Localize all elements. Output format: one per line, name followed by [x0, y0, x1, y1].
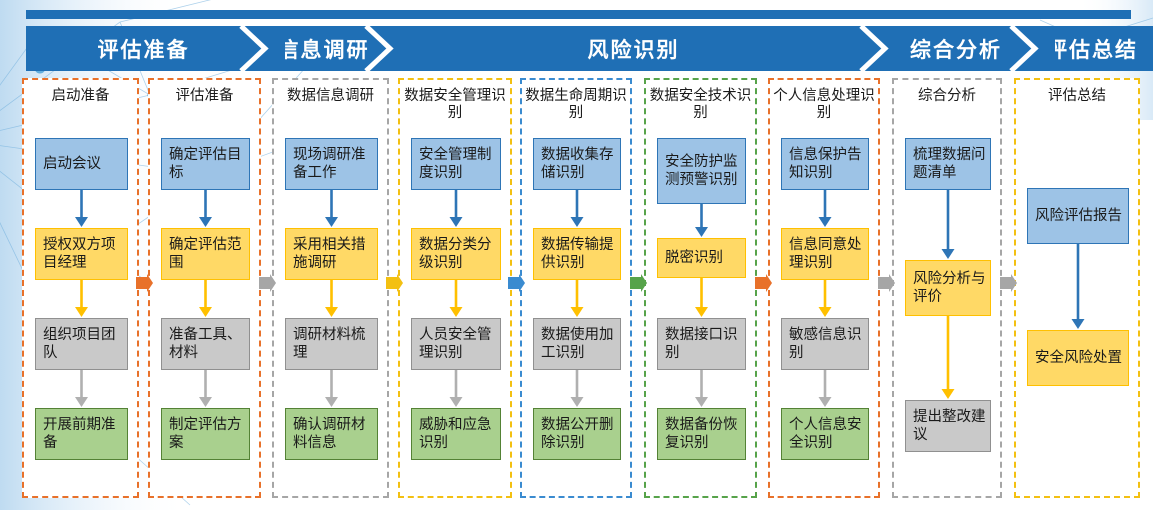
stage-transition-arrow: [878, 274, 895, 292]
process-node[interactable]: 准备工具、材料: [161, 318, 250, 370]
stage-column-5[interactable]: 数据生命周期识别数据收集存储识别数据传输提供识别数据使用加工识别数据公开删除识别: [520, 78, 632, 498]
process-node[interactable]: 风险分析与评价: [905, 260, 991, 316]
stage-banner-segment-3[interactable]: 风险识别: [386, 26, 905, 71]
stage-transition-arrow: [1000, 274, 1017, 292]
stage-column-3[interactable]: 数据信息调研现场调研准备工作采用相关措施调研调研材料梳理确认调研材料信息: [272, 78, 389, 498]
stage-transition-arrow: [385, 274, 403, 292]
column-title: 综合分析: [918, 88, 976, 104]
process-node[interactable]: 数据备份恢复识别: [657, 408, 746, 460]
stage-banner: 评估准备信息调研风险识别综合分析评估总结: [26, 24, 1153, 73]
process-node[interactable]: 梳理数据问题清单: [905, 138, 991, 190]
stage-column-1[interactable]: 启动准备启动会议授权双方项目经理组织项目团队开展前期准备: [22, 78, 139, 498]
process-node[interactable]: 个人信息安全识别: [781, 408, 869, 460]
process-node[interactable]: 数据分类分级识别: [411, 228, 501, 280]
stage-column-6[interactable]: 数据安全技术识别安全防护监测预警识别脱密识别数据接口识别数据备份恢复识别: [644, 78, 757, 498]
process-node[interactable]: 信息同意处理识别: [781, 228, 869, 280]
column-title: 数据信息调研: [287, 88, 374, 104]
process-node[interactable]: 提出整改建议: [905, 400, 991, 452]
column-connectors: [570, 190, 584, 407]
process-node[interactable]: 调研材料梳理: [285, 318, 378, 370]
column-title: 评估总结: [1048, 88, 1106, 104]
process-node[interactable]: 数据接口识别: [657, 318, 746, 370]
stage-transition-arrow: [754, 274, 772, 292]
stage-transition-arrow: [258, 274, 276, 292]
stage-column-8[interactable]: 综合分析梳理数据问题清单风险分析与评价提出整改建议: [892, 78, 1002, 498]
process-node[interactable]: 脱密识别: [657, 238, 746, 278]
process-node[interactable]: 开展前期准备: [35, 408, 128, 460]
stage-transition-arrow: [630, 274, 647, 292]
process-node[interactable]: 组织项目团队: [35, 318, 128, 370]
stage-transition-arrow: [508, 274, 525, 292]
process-node[interactable]: 安全防护监测预警识别: [657, 138, 746, 204]
process-node[interactable]: 确定评估目标: [161, 138, 250, 190]
column-connectors: [1071, 244, 1085, 329]
column-title: 评估准备: [175, 88, 234, 104]
column-connectors: [199, 190, 212, 407]
column-connectors: [75, 190, 88, 407]
process-node[interactable]: 数据传输提供识别: [533, 228, 621, 280]
stage-column-7[interactable]: 个人信息处理识别信息保护告知识别信息同意处理识别敏感信息识别个人信息安全识别: [768, 78, 880, 498]
column-connectors: [695, 204, 708, 407]
column-connectors: [449, 190, 463, 407]
column-title: 个人信息处理识别: [773, 88, 875, 121]
process-node[interactable]: 数据公开删除识别: [533, 408, 621, 460]
process-node[interactable]: 启动会议: [35, 138, 128, 190]
process-node[interactable]: 确认调研材料信息: [285, 408, 378, 460]
stage-banner-label: 风险识别: [587, 38, 680, 62]
column-connectors: [941, 190, 955, 399]
columns-container: 启动准备启动会议授权双方项目经理组织项目团队开展前期准备评估准备确定评估目标确定…: [0, 78, 1153, 502]
column-title: 数据生命周期识别: [525, 88, 627, 121]
column-connectors: [818, 190, 832, 407]
column-title: 数据安全技术识别: [649, 88, 752, 121]
stage-column-9[interactable]: 评估总结风险评估报告安全风险处置: [1014, 78, 1140, 498]
process-node[interactable]: 信息保护告知识别: [781, 138, 869, 190]
process-node[interactable]: 安全风险处置: [1027, 330, 1129, 386]
process-node[interactable]: 确定评估范围: [161, 228, 250, 280]
process-node[interactable]: 敏感信息识别: [781, 318, 869, 370]
column-title: 数据安全管理识别: [404, 88, 506, 121]
stage-column-4[interactable]: 数据安全管理识别安全管理制度识别数据分类分级识别人员安全管理识别威胁和应急识别: [398, 78, 512, 498]
process-node[interactable]: 授权双方项目经理: [35, 228, 128, 280]
process-node[interactable]: 风险评估报告: [1027, 188, 1129, 244]
process-node[interactable]: 威胁和应急识别: [411, 408, 501, 460]
process-node[interactable]: 制定评估方案: [161, 408, 250, 460]
process-node[interactable]: 安全管理制度识别: [411, 138, 501, 190]
process-node[interactable]: 人员安全管理识别: [411, 318, 501, 370]
process-node[interactable]: 采用相关措施调研: [285, 228, 378, 280]
banner-chevron-separators: [239, 24, 1153, 73]
stage-column-2[interactable]: 评估准备确定评估目标确定评估范围准备工具、材料制定评估方案: [148, 78, 261, 498]
top-accent-bar: [26, 10, 1131, 19]
process-node[interactable]: 现场调研准备工作: [285, 138, 378, 190]
stage-transition-arrow: [135, 274, 153, 292]
column-connectors: [325, 190, 338, 407]
process-node[interactable]: 数据收集存储识别: [533, 138, 621, 190]
column-title: 启动准备: [51, 88, 110, 104]
process-node[interactable]: 数据使用加工识别: [533, 318, 621, 370]
